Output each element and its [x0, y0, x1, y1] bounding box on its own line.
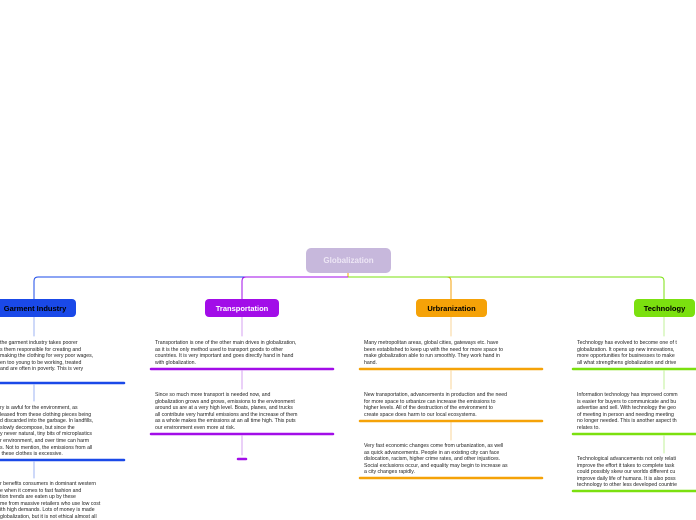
note-text: Many metropolitan areas, global cities, … — [364, 340, 504, 366]
branch-node-transportation[interactable]: Transportation — [205, 299, 279, 317]
note-text: New transportation, advancements in prod… — [364, 392, 508, 418]
branch-connector-urban — [348, 276, 452, 299]
branch-label: Transportation — [215, 303, 269, 313]
branch-connector-transport — [241, 276, 348, 299]
note-text: Since so much more transport is needed n… — [155, 392, 298, 431]
note-text: ry is awful for the environment, as leas… — [0, 405, 94, 458]
root-node-globalization[interactable]: Globalization — [306, 248, 391, 273]
note-text: Very fast economic changes come from urb… — [364, 443, 508, 476]
note-text: r benefits consumers in dominant western… — [0, 481, 101, 520]
branch-node-urbranization[interactable]: Urbranization — [416, 299, 487, 317]
branch-node-technology[interactable]: Technology — [634, 299, 695, 317]
branch-label: Garment Industry — [3, 303, 67, 313]
note-text: Technology has evolved to become one of … — [577, 340, 677, 366]
note-text: Technological advancements not only rela… — [577, 456, 678, 489]
branch-label: Technology — [643, 303, 686, 313]
root-node-label: Globalization — [323, 256, 374, 265]
branch-node-garment-industry[interactable]: Garment Industry — [0, 299, 76, 317]
note-text: the garment industry takes poorer s them… — [0, 340, 94, 373]
branch-connector-garment — [33, 276, 348, 299]
note-text: Transportation is one of the other main … — [155, 340, 297, 366]
branch-connector-tech — [348, 276, 665, 299]
branch-label: Urbranization — [427, 303, 476, 313]
note-text: Information technology has improved comm… — [577, 392, 678, 431]
